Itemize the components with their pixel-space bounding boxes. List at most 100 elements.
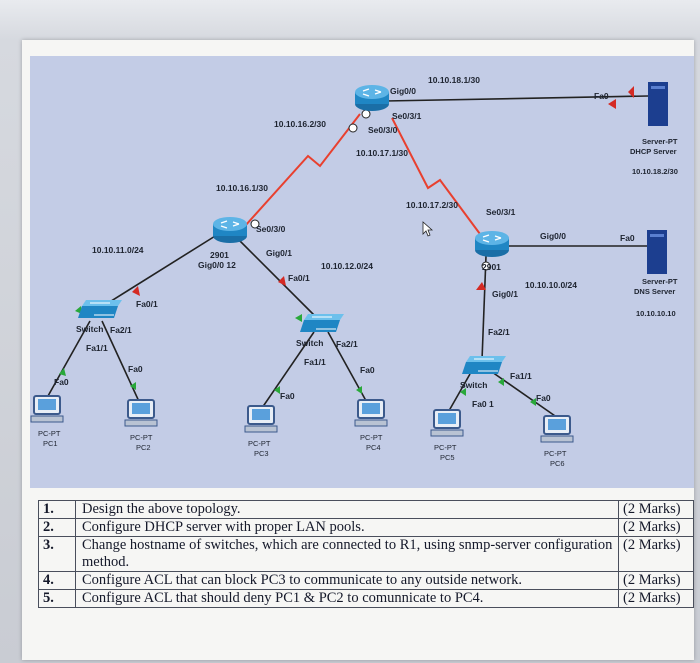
label-r3-id: 2901 [482,262,501,272]
label-sw3-fa11: Fa1/1 [510,371,532,381]
label-r3-gig01: Gig0/1 [492,289,518,299]
router-r2[interactable] [213,217,247,243]
label-pc4-type: PC-PT [360,433,383,442]
task-marks: (2 Marks) [618,571,694,590]
router-r1[interactable] [355,85,389,111]
link-down-marker [278,276,286,286]
label-dns-ip: 10.10.10.10 [636,309,676,318]
link-down-marker [628,86,634,98]
task-number: 2. [38,518,76,537]
pc-3[interactable] [244,405,278,433]
label-dhcp-fa0: Fa0 [594,91,609,101]
label-pc2-name: PC2 [136,443,151,452]
task-marks: (2 Marks) [618,589,694,608]
link-sw2-pc4 [327,331,371,409]
label-dns-name1: Server-PT [642,277,678,286]
topology-canvas [30,82,668,443]
label-r3-fa21: Fa2/1 [488,327,510,337]
label-net-16-1: 10.10.16.1/30 [216,183,268,193]
interface-marker [348,123,358,133]
label-net-17-2: 10.10.17.2/30 [406,200,458,210]
task-row: 3. Change hostname of switches, which ar… [38,536,694,572]
switch-3[interactable] [462,356,506,374]
label-pc6-type: PC-PT [544,449,567,458]
link-sw2-pc3 [261,331,315,409]
link-up-marker [130,382,136,390]
label-dhcp-ip: 10.10.18.2/30 [632,167,678,176]
label-sw3-fa01: Fa0 1 [472,399,494,409]
label-sw1-fa0-pc1: Fa0 [54,377,69,387]
label-dns-fa0: Fa0 [620,233,635,243]
label-r2-gig01: Gig0/1 [266,248,292,258]
switch-icon [462,362,502,374]
label-sw3-name: Switch [460,380,488,390]
label-dns-name2: DNS Server [634,287,676,296]
link-r1-dhcp [384,95,649,102]
label-net-17-1: 10.10.17.1/30 [356,148,408,158]
label-sw1-fa0-pc2: Fa0 [128,364,143,374]
pc-6[interactable] [540,415,574,443]
label-sw2-fa21: Fa2/1 [336,339,358,349]
link-up-marker [356,386,362,394]
label-sw1-fa01: Fa0/1 [136,299,158,309]
label-sw1-fa21: Fa2/1 [110,325,132,335]
link-up-marker [295,314,302,322]
label-net-11: 10.10.11.0/24 [92,245,144,255]
link-down-marker [476,282,486,290]
label-sw2-fa11: Fa1/1 [304,357,326,367]
switch-2[interactable] [300,314,344,332]
server-dhcp[interactable] [648,82,668,126]
task-text: Configure ACL that should deny PC1 & PC2… [75,589,619,608]
link-down-marker [132,286,140,296]
task-row: 5. Configure ACL that should deny PC1 & … [38,589,694,608]
label-pc5-type: PC-PT [434,443,457,452]
label-pc2-type: PC-PT [130,433,153,442]
network-topology-diagram: 10.10.18.1/30 Gig0/0 Se0/3/1 10.10.16.2/… [30,56,694,488]
task-marks: (2 Marks) [618,536,694,572]
pc-1[interactable] [30,395,64,423]
label-net-18-1: 10.10.18.1/30 [428,75,480,85]
label-sw2-fa0-pc3: Fa0 [280,391,295,401]
link-r2-switch1 [99,232,221,309]
label-net-16-2: 10.10.16.2/30 [274,119,326,129]
label-pc3-type: PC-PT [248,439,271,448]
link-sw1-pc2 [101,320,143,409]
label-sw1-name: Switch [76,324,104,334]
pc-5[interactable] [430,409,464,437]
switch-icon [78,306,118,318]
serial-links [244,113,481,235]
label-r2-fa01: Fa0/1 [288,273,310,283]
label-r1-se030: Se0/3/0 [368,125,398,135]
task-text: Change hostname of switches, which are c… [75,536,619,572]
link-up-marker [498,378,504,386]
link-r2-switch2 [234,235,321,322]
task-marks: (2 Marks) [618,518,694,537]
switch-1[interactable] [78,300,122,318]
task-number: 4. [38,571,76,590]
link-up-marker [274,386,280,394]
link-sw1-pc1 [47,320,91,397]
task-marks: (2 Marks) [618,500,694,519]
label-sw3-fa0-pc6: Fa0 [536,393,551,403]
label-sw2-name: Switch [296,338,324,348]
label-r1-gig00: Gig0/0 [390,86,416,96]
link-up-marker [460,388,466,396]
server-dns[interactable] [647,230,667,274]
link-up-marker [59,368,66,376]
task-row: 4. Configure ACL that can block PC3 to c… [38,571,694,590]
task-text: Design the above topology. [75,500,619,519]
task-text: Configure DHCP server with proper LAN po… [75,518,619,537]
label-pc3-name: PC3 [254,449,269,458]
label-pc1-name: PC1 [43,439,58,448]
mouse-cursor-icon [422,221,434,237]
pc-2[interactable] [124,399,158,427]
label-pc5-name: PC5 [440,453,455,462]
server-icon [647,230,667,274]
interface-marker [250,219,260,229]
label-r3-gig00: Gig0/0 [540,231,566,241]
task-row: 2. Configure DHCP server with proper LAN… [38,518,694,537]
router-r3[interactable] [475,231,509,257]
pc-4[interactable] [354,399,388,427]
label-pc6-name: PC6 [550,459,565,468]
label-r2-se030: Se0/3/0 [256,224,286,234]
